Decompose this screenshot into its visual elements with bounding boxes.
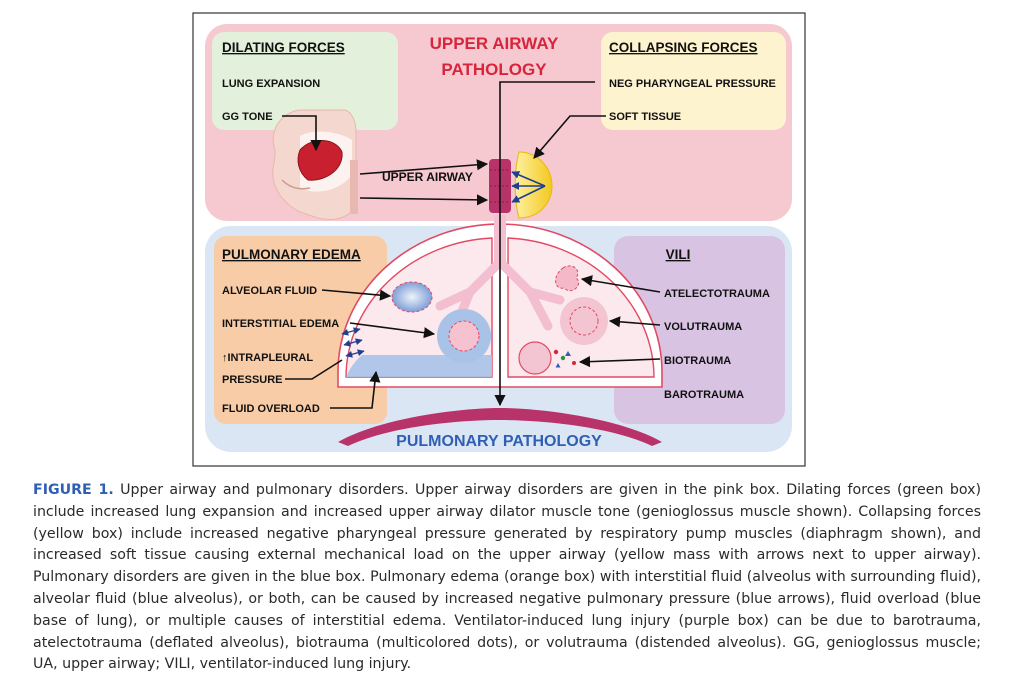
alveolus-with-interstitial-fluid — [437, 309, 491, 363]
vili-item-atelectotrauma: ATELECTOTRAUMA — [664, 288, 770, 300]
dilating-forces-heading: DILATING FORCES — [222, 40, 345, 55]
pulmonary-pathology-title: PULMONARY PATHOLOGY — [396, 433, 602, 450]
edema-item-pressure: PRESSURE — [222, 374, 283, 386]
dilating-forces-box — [212, 32, 398, 130]
deflated-alveolus — [555, 265, 580, 292]
blue-alveolus — [391, 281, 433, 313]
edema-item-interstitial-edema: INTERSTITIAL EDEMA — [222, 318, 339, 330]
soft-tissue-arrows — [511, 171, 546, 203]
upper-airway-title-line2: PATHOLOGY — [441, 60, 547, 79]
distended-alveolus — [560, 297, 608, 345]
edema-item-fluid-overload: FLUID OVERLOAD — [222, 403, 320, 415]
leader-arrows — [282, 81, 661, 409]
biotrauma-alveolus — [518, 341, 576, 375]
intrapleural-pressure-arrows — [341, 327, 365, 358]
dilating-item-lung-expansion: LUNG EXPANSION — [222, 78, 320, 90]
pulmonary-edema-heading: PULMONARY EDEMA — [222, 247, 361, 262]
vili-item-volutrauma: VOLUTRAUMA — [664, 321, 742, 333]
figure-diagram: UPPER AIRWAY PATHOLOGY PULMONARY PATHOLO… — [192, 12, 806, 467]
caption-text: Upper airway and pulmonary disorders. Up… — [33, 482, 981, 673]
figure-caption: FIGURE 1. Upper airway and pulmonary dis… — [33, 480, 981, 676]
caption-label: FIGURE 1. — [33, 482, 114, 498]
dilating-item-gg-tone: GG TONE — [222, 111, 273, 123]
upper-airway-title-line1: UPPER AIRWAY — [430, 34, 559, 53]
edema-item-alveolar-fluid: ALVEOLAR FLUID — [222, 285, 317, 297]
collapsing-item-neg-pharyngeal-pressure: NEG PHARYNGEAL PRESSURE — [609, 78, 776, 90]
collapsing-forces-box — [601, 32, 786, 130]
vili-heading: VILI — [666, 247, 691, 262]
collapsing-forces-heading: COLLAPSING FORCES — [609, 40, 758, 55]
vili-item-biotrauma: BIOTRAUMA — [664, 355, 731, 367]
upper-airway-label: UPPER AIRWAY — [382, 170, 473, 184]
vili-item-barotrauma: BAROTRAUMA — [664, 389, 744, 401]
collapsing-item-soft-tissue: SOFT TISSUE — [609, 111, 681, 123]
diaphragm-illustration — [338, 408, 662, 446]
edema-item-intrapleural: ↑INTRAPLEURAL — [222, 352, 313, 364]
